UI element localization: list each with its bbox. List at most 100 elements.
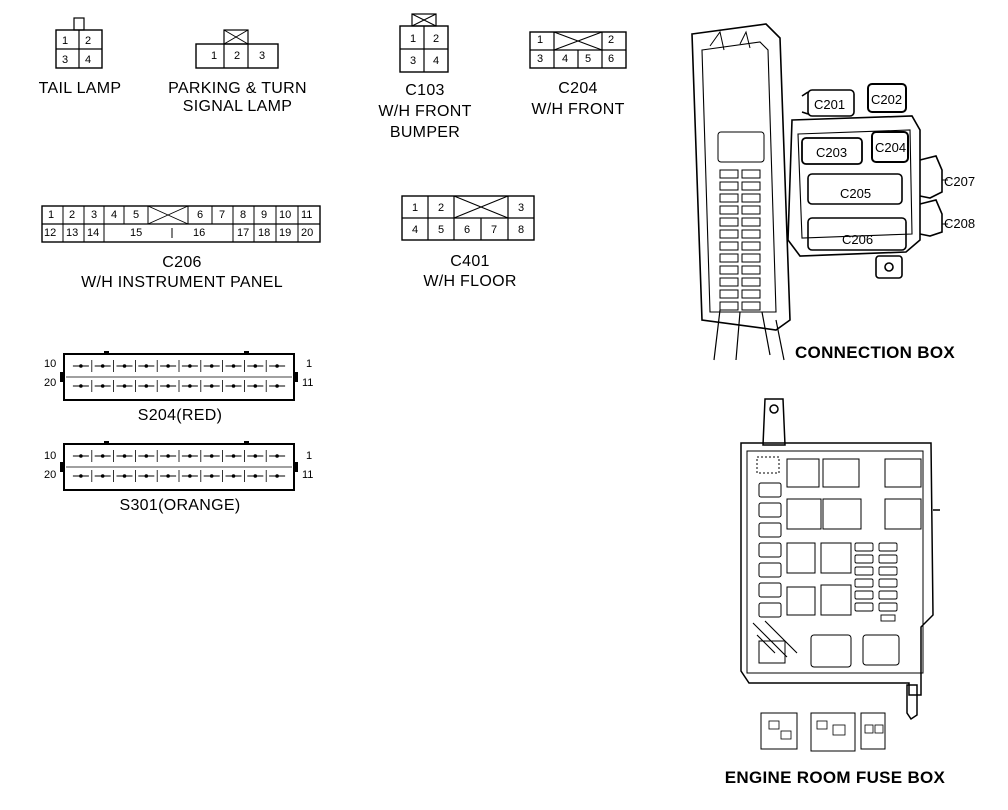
fuse-slot xyxy=(719,181,739,191)
c206-pin-16: 16 xyxy=(193,227,206,239)
fuse xyxy=(758,502,782,518)
pin-dot xyxy=(166,454,170,458)
tail-lamp-pin-4: 4 xyxy=(85,54,92,66)
pin-dot xyxy=(144,384,149,388)
pin-dot xyxy=(122,384,127,388)
fuse-slot xyxy=(719,241,739,251)
pin-dot xyxy=(275,454,279,458)
c206-pin-5: 5 xyxy=(133,209,140,221)
tail-lamp-pin-1: 1 xyxy=(62,35,69,47)
c206-pin-2: 2 xyxy=(69,209,76,221)
c206-pin-20: 20 xyxy=(301,227,314,239)
c206-pin-12: 12 xyxy=(44,227,57,239)
pin-dot xyxy=(122,364,127,368)
pin-dot xyxy=(209,364,214,368)
pin-dot xyxy=(100,474,105,478)
engine-room-fuse-box-illustration xyxy=(740,398,940,752)
engine-room-fuse-box-title: ENGINE ROOM FUSE BOX xyxy=(724,768,946,787)
c401-label-2: W/H FLOOR xyxy=(423,273,517,290)
mini-fuse xyxy=(878,566,898,576)
c103-pin-2: 2 xyxy=(433,33,440,45)
pin-dot xyxy=(144,474,149,478)
pin-dot xyxy=(166,384,170,388)
pin-dot xyxy=(253,364,258,368)
callout-c203: C203 xyxy=(816,145,847,160)
fuse-slot xyxy=(741,265,761,275)
c206-pin-18: 18 xyxy=(258,227,271,239)
fuse xyxy=(758,602,782,618)
fuse-slot xyxy=(741,241,761,251)
c204-front-pin-2: 2 xyxy=(608,34,615,46)
c401-pin-3: 3 xyxy=(518,202,525,214)
fuse-slot xyxy=(741,229,761,239)
c401-label-1: C401 xyxy=(450,253,490,270)
pin-dot xyxy=(188,474,192,478)
mini-fuse xyxy=(854,566,874,576)
s204-pin-20: 20 xyxy=(44,377,57,389)
pin-dot xyxy=(122,454,127,458)
c103-pin-4: 4 xyxy=(433,55,440,67)
s301-pin-10: 10 xyxy=(44,450,57,462)
c206-pin-6: 6 xyxy=(197,209,204,221)
callout-c201: C201 xyxy=(814,97,845,112)
c206-pin-3: 3 xyxy=(91,209,98,221)
c401-pin-6: 6 xyxy=(464,224,471,236)
s204-label: S204(RED) xyxy=(137,407,223,424)
c103-label-1: C103 xyxy=(405,82,445,99)
fuse-slot xyxy=(741,205,761,215)
pin-dot xyxy=(253,384,258,388)
c204-front-pin-4: 4 xyxy=(562,53,569,65)
parking-turn-label-1: PARKING & TURN xyxy=(168,80,307,97)
fuse xyxy=(758,582,782,598)
tail-lamp-pin-2: 2 xyxy=(85,35,92,47)
fuse-slot xyxy=(719,253,739,263)
pin-dot xyxy=(275,384,279,388)
pin-dot xyxy=(166,474,170,478)
pin-dot xyxy=(79,384,83,388)
fuse-slot xyxy=(719,301,739,311)
pin-dot xyxy=(100,364,105,368)
c401-pin-2: 2 xyxy=(438,202,445,214)
pin-dot xyxy=(253,474,258,478)
parking-turn-pin-2: 2 xyxy=(234,50,241,62)
c206-connector xyxy=(41,205,321,243)
mini-fuse xyxy=(854,590,874,600)
c204-front-pin-6: 6 xyxy=(608,53,615,65)
connection-box-illustration: C201 C202 C203 C204 C205 C206 C207 C208 xyxy=(691,23,975,361)
s204-pin-grid xyxy=(66,360,292,392)
pin-dot xyxy=(231,384,236,388)
c103-label-3: BUMPER xyxy=(389,124,461,141)
pin-dot xyxy=(144,364,149,368)
callout-c202: C202 xyxy=(871,92,902,107)
c401-pin-8: 8 xyxy=(518,224,525,236)
pin-dot xyxy=(253,454,258,458)
c206-pin-11: 11 xyxy=(301,209,313,221)
fuse-slot xyxy=(741,301,761,311)
c401-pin-7: 7 xyxy=(491,224,498,236)
c206-pin-17: 17 xyxy=(237,227,250,239)
c206-pin-10: 10 xyxy=(279,209,292,221)
mini-fuse xyxy=(878,542,898,552)
c204-front-pin-1: 1 xyxy=(537,34,544,46)
fuse-slot xyxy=(741,181,761,191)
pin-dot xyxy=(166,364,170,368)
s301-label: S301(ORANGE) xyxy=(119,497,241,514)
fuse-slot xyxy=(741,193,761,203)
pin-dot xyxy=(209,384,214,388)
fuse-slot xyxy=(719,169,739,179)
s204-pin-10: 10 xyxy=(44,358,57,370)
tail-lamp-connector xyxy=(55,17,103,69)
c206-pin-9: 9 xyxy=(261,209,268,221)
pin-dot xyxy=(100,454,105,458)
c401-pin-1: 1 xyxy=(412,202,419,214)
c401-pin-5: 5 xyxy=(438,224,445,236)
c204-front-label-2: W/H FRONT xyxy=(531,101,625,118)
pin-dot xyxy=(100,384,105,388)
c103-label-2: W/H FRONT xyxy=(378,103,472,120)
pin-dot xyxy=(231,454,236,458)
mini-fuse xyxy=(878,578,898,588)
c103-pin-1: 1 xyxy=(410,33,417,45)
mini-fuse xyxy=(854,602,874,612)
s301-pin-11: 11 xyxy=(302,469,314,481)
pin-dot xyxy=(122,474,127,478)
